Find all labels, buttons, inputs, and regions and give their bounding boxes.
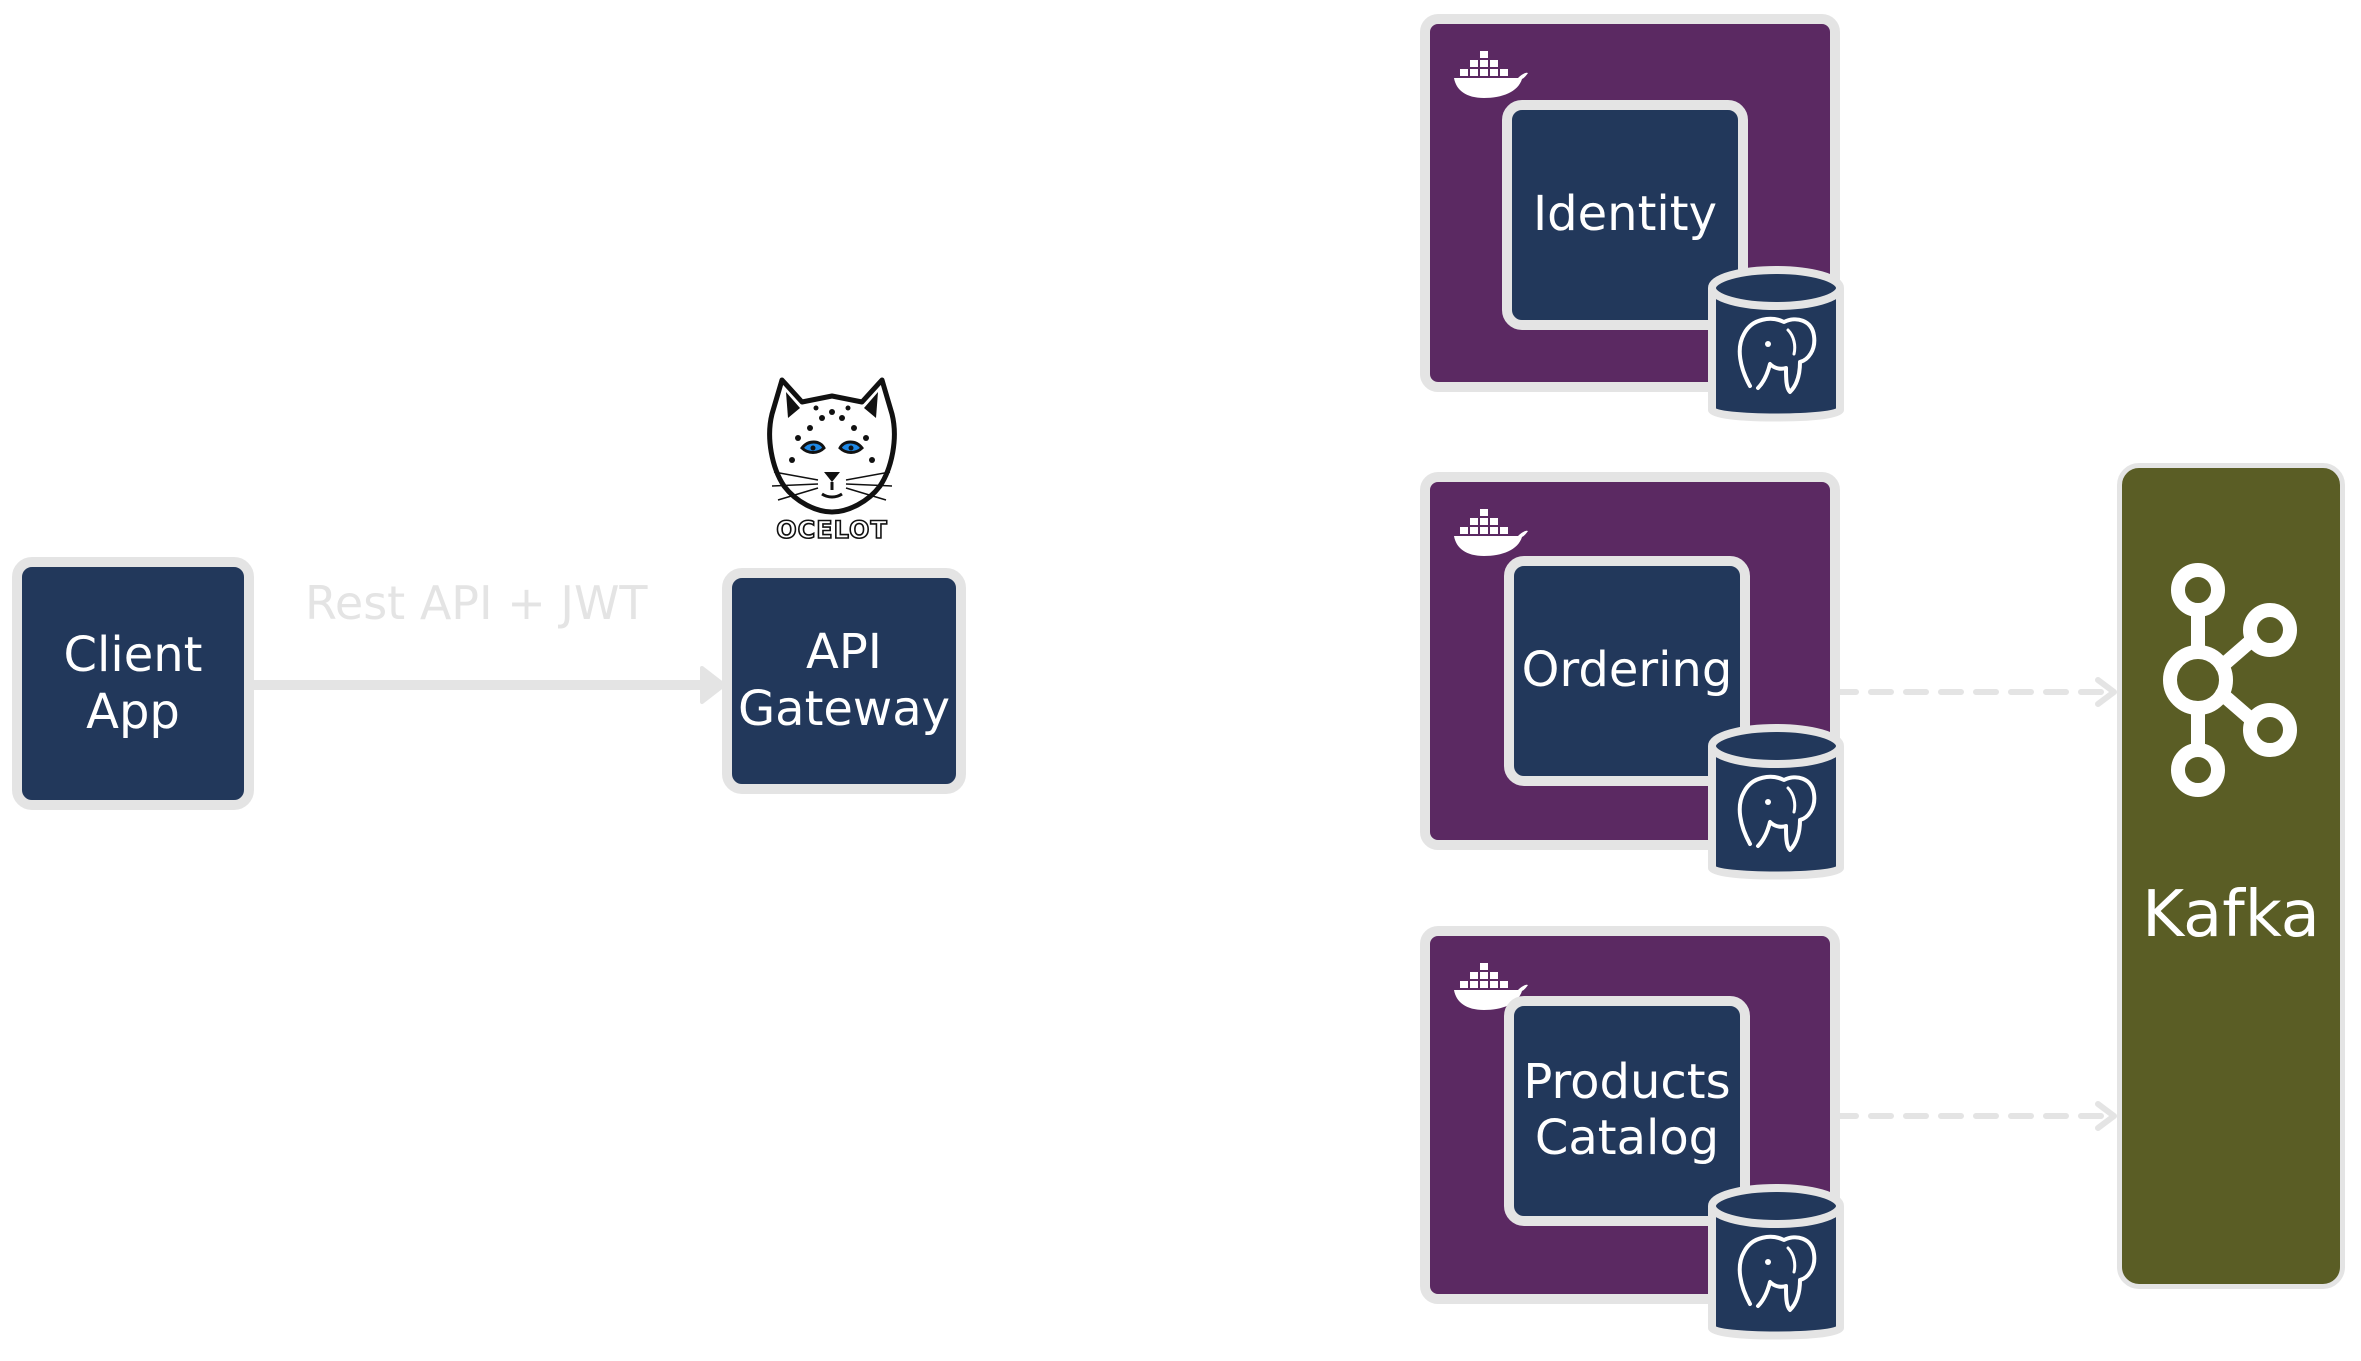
- products-catalog-service-label: Products Catalog: [1523, 1054, 1731, 1166]
- postgresql-icon: [1704, 1178, 1848, 1348]
- api-gateway-node: API Gateway: [722, 568, 966, 794]
- client-app-label: Client App: [63, 626, 203, 740]
- ocelot-logo: OCELOT: [767, 377, 897, 544]
- identity-service-node: Identity: [1502, 100, 1748, 330]
- postgresql-icon: [1704, 718, 1848, 888]
- identity-service-label: Identity: [1533, 186, 1717, 243]
- ordering-kafka-arrowhead-right: [2095, 677, 2117, 707]
- rest-api-arrowhead: [700, 666, 726, 704]
- client-app-node: Client App: [12, 557, 254, 810]
- docker-icon: [1454, 509, 1528, 556]
- postgresql-icon: [1704, 260, 1848, 430]
- rest-api-jwt-label: Rest API + JWT: [305, 576, 648, 630]
- ocelot-logo-text: OCELOT: [776, 516, 888, 544]
- kafka-label: Kafka: [2142, 878, 2320, 952]
- docker-icon: [1454, 51, 1528, 98]
- catalog-kafka-arrowhead-right: [2095, 1101, 2117, 1131]
- ordering-service-label: Ordering: [1521, 642, 1733, 699]
- products-catalog-service-node: Products Catalog: [1504, 996, 1750, 1226]
- kafka-icon: [2163, 563, 2297, 797]
- api-gateway-label: API Gateway: [737, 624, 951, 737]
- kafka-node: Kafka: [2117, 463, 2345, 1289]
